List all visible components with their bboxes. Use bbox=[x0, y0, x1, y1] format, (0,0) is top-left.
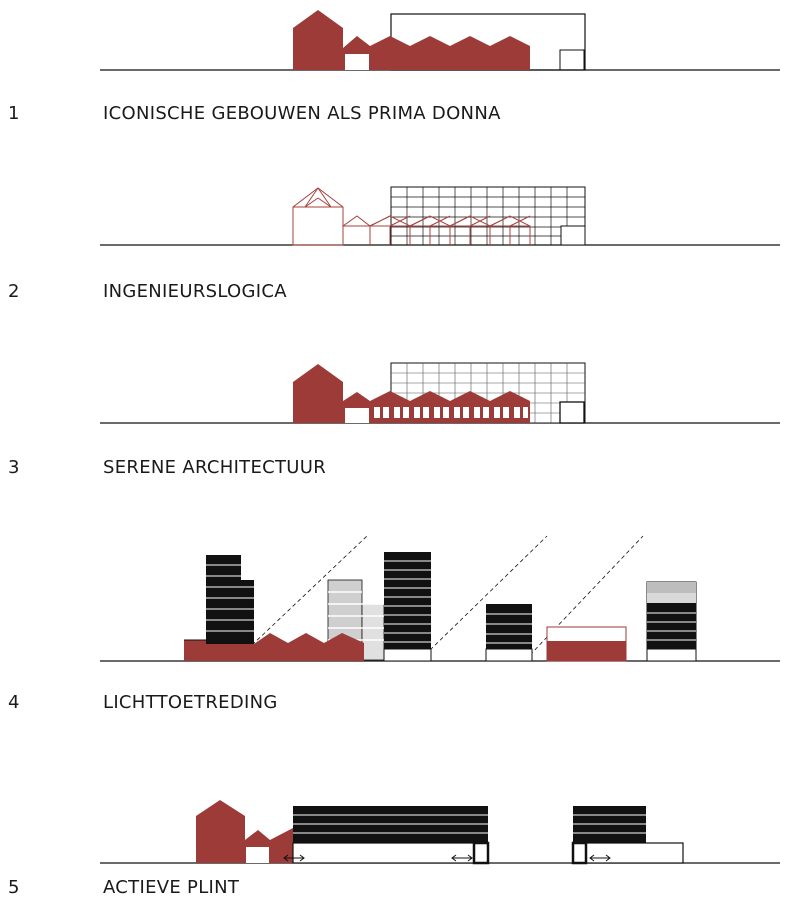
tower-right bbox=[646, 581, 697, 662]
sawtooth-red bbox=[184, 633, 364, 661]
diagram-5: 5 ACTIEVE PLINT bbox=[0, 790, 786, 913]
double-arrow-1 bbox=[283, 854, 305, 862]
tower-left bbox=[206, 555, 254, 645]
gable-house bbox=[293, 10, 343, 70]
sawtooth-frame bbox=[342, 215, 531, 245]
caption-number-5: 5 bbox=[8, 877, 20, 898]
gable-house bbox=[293, 364, 343, 423]
gap-opening bbox=[345, 408, 369, 423]
windows-row bbox=[374, 407, 528, 418]
truss-house bbox=[292, 187, 344, 246]
diagram-4-drawing bbox=[100, 535, 780, 662]
sawtooth-roof bbox=[343, 36, 530, 70]
diagram-3: 3 SERENE ARCHITECTUUR bbox=[0, 355, 786, 485]
gap-opening bbox=[345, 54, 369, 70]
block-red bbox=[546, 626, 627, 662]
diagram-2: 2 INGENIEURSLOGICA bbox=[0, 180, 786, 310]
caption-1: ICONISCHE GEBOUWEN ALS PRIMA DONNA bbox=[103, 103, 501, 124]
gable-house bbox=[196, 800, 245, 863]
hall-door bbox=[560, 225, 586, 246]
double-arrow-3 bbox=[589, 854, 611, 862]
glass-grid bbox=[391, 187, 585, 245]
caption-3: SERENE ARCHITECTUUR bbox=[103, 457, 327, 478]
caption-number-3: 3 bbox=[8, 457, 20, 478]
gap-opening bbox=[246, 847, 269, 863]
diagram-4: 4 LICHTTOETREDING bbox=[0, 530, 786, 715]
diagram-1-drawing bbox=[100, 10, 780, 71]
double-arrow-2 bbox=[451, 854, 473, 862]
caption-number-4: 4 bbox=[8, 692, 20, 713]
caption-2: INGENIEURSLOGICA bbox=[103, 281, 287, 302]
light-rays bbox=[251, 535, 644, 656]
diagram-5-drawing bbox=[100, 800, 780, 865]
block-small bbox=[485, 604, 533, 662]
diagram-1: 1 ICONISCHE GEBOUWEN ALS PRIMA DONNA bbox=[0, 0, 786, 140]
caption-4: LICHTTOETREDING bbox=[103, 692, 278, 713]
tower-middle bbox=[383, 552, 432, 662]
caption-number-2: 2 bbox=[8, 281, 20, 302]
caption-5: ACTIEVE PLINT bbox=[103, 877, 240, 898]
building-long bbox=[292, 806, 490, 865]
hall-door bbox=[559, 49, 585, 71]
hall-door bbox=[559, 401, 585, 424]
caption-number-1: 1 bbox=[8, 103, 20, 124]
diagram-2-drawing bbox=[100, 186, 780, 246]
building-short bbox=[571, 806, 684, 865]
diagram-3-drawing bbox=[100, 362, 780, 424]
